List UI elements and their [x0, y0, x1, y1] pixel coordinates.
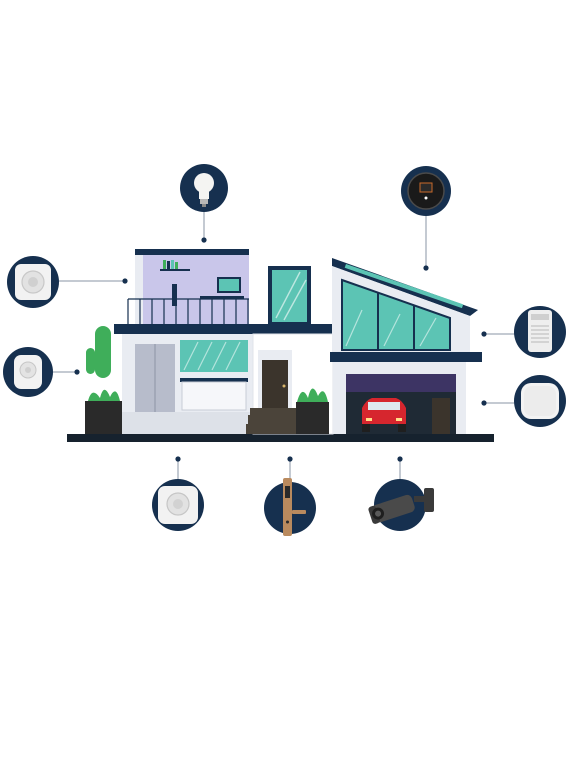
upper-room-monitor-screen	[219, 279, 239, 291]
smoke-detector-icon	[15, 264, 51, 300]
garage-door-top	[346, 374, 456, 392]
thermostat-icon	[407, 172, 445, 210]
motion-sensor-icon	[14, 355, 42, 389]
connector-dot-bulb	[201, 237, 207, 243]
upper-room-desk	[200, 296, 244, 299]
upper-room-books-3	[171, 260, 174, 269]
solar-panel	[344, 264, 464, 309]
planter-right	[296, 402, 329, 434]
connector-dot-motion	[74, 369, 80, 375]
red-car	[362, 398, 406, 432]
device-home-hub[interactable]	[152, 479, 204, 531]
connector-dot-smoke	[122, 278, 128, 284]
house-illustration	[67, 249, 494, 442]
door-knob	[282, 384, 286, 388]
connectors	[52, 212, 516, 482]
smart-bulb-icon	[194, 173, 214, 207]
device-security-camera[interactable]	[368, 479, 434, 531]
planter-left	[85, 401, 122, 434]
home-hub-icon	[158, 486, 198, 524]
upper-room-chair	[172, 284, 177, 306]
device-thermostat[interactable]	[401, 166, 451, 216]
stair-window-glare	[275, 271, 307, 321]
entrance-steps	[246, 408, 300, 434]
security-camera-icon	[368, 488, 434, 524]
balcony-railing	[127, 298, 249, 325]
right-slab	[330, 352, 482, 362]
kitchen-cabinet	[181, 381, 247, 411]
cactus-arm	[86, 348, 95, 374]
connector-dot-purifier	[481, 331, 487, 337]
device-air-purifier[interactable]	[514, 306, 566, 358]
upper-room-roof	[135, 249, 249, 255]
ground-line	[67, 434, 494, 442]
garage-inner-door	[432, 398, 450, 434]
device-hub-sensor[interactable]	[514, 375, 566, 427]
kitchen-floor	[122, 412, 253, 434]
air-purifier-icon	[528, 310, 552, 352]
planter-left-leaves	[88, 389, 120, 401]
smart-lock-icon	[283, 478, 306, 536]
upper-room-shelf	[160, 269, 190, 271]
connector-dot-hub-sensor	[481, 400, 487, 406]
device-smart-lock[interactable]	[264, 478, 316, 536]
kitchen-counter	[180, 378, 248, 382]
connector-dot-lock	[287, 456, 293, 462]
hub-sensor-icon	[521, 383, 559, 419]
device-smoke-detector[interactable]	[7, 256, 59, 308]
upper-room-books-2	[167, 261, 170, 269]
planter-right-leaves	[297, 388, 328, 402]
middle-slab	[114, 324, 335, 334]
device-motion-sensor[interactable]	[3, 347, 53, 397]
upper-room-books-4	[175, 262, 178, 269]
device-bulb[interactable]	[180, 164, 228, 212]
cactus-main	[95, 326, 111, 378]
right-window-glare	[345, 309, 437, 347]
entrance-door	[262, 360, 288, 408]
upper-room-wall-side	[135, 255, 143, 325]
kitchen-window-glare	[183, 341, 241, 371]
connector-dot-home-hub	[175, 456, 181, 462]
connector-dot-camera	[397, 456, 403, 462]
upper-room-books	[163, 260, 166, 269]
connector-dot-thermostat	[423, 265, 429, 271]
